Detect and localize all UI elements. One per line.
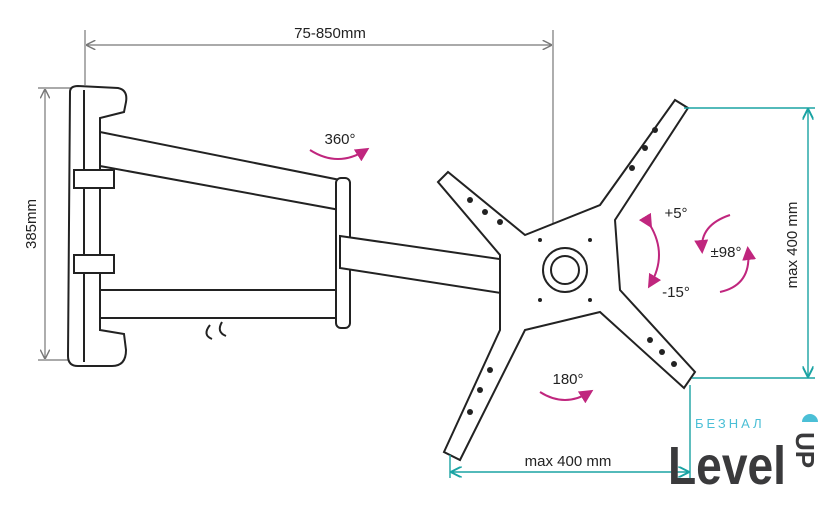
- logo-sub-text: БЕЗНАЛ: [695, 416, 765, 431]
- vesa-bracket: [436, 98, 697, 462]
- wall-plate: [66, 84, 128, 367]
- logo-up-text: UP: [790, 432, 820, 468]
- max-vertical-label: max 400 mm: [784, 202, 801, 289]
- logo-dot-icon: [802, 414, 818, 422]
- tilt-arrow: [638, 212, 662, 289]
- screen-rotation-label: 180°: [552, 371, 583, 388]
- max-horizontal-dimension: [449, 385, 691, 478]
- max-horizontal-label: max 400 mm: [525, 453, 612, 470]
- width-dimension: [84, 30, 554, 225]
- screen-rotation-arrow: [539, 389, 594, 404]
- swing-arms: [99, 130, 521, 340]
- plate-height-label: 385mm: [23, 199, 40, 249]
- rotation-arrows: [309, 147, 757, 404]
- logo-main-text: Level: [668, 436, 786, 496]
- swivel-label: ±98°: [711, 244, 742, 261]
- tilt-up-label: +5°: [664, 205, 687, 222]
- swivel-arrow-bottom: [719, 246, 757, 293]
- arm-swivel-arrow: [309, 147, 370, 162]
- swivel-arrow-top: [694, 214, 731, 254]
- width-range-label: 75-850mm: [294, 25, 366, 42]
- arm-swivel-label: 360°: [324, 131, 355, 148]
- max-vertical-dimension: [684, 107, 815, 379]
- tilt-down-label: -15°: [662, 284, 690, 301]
- levelup-logo: БЕЗНАЛ Level UP: [668, 414, 820, 496]
